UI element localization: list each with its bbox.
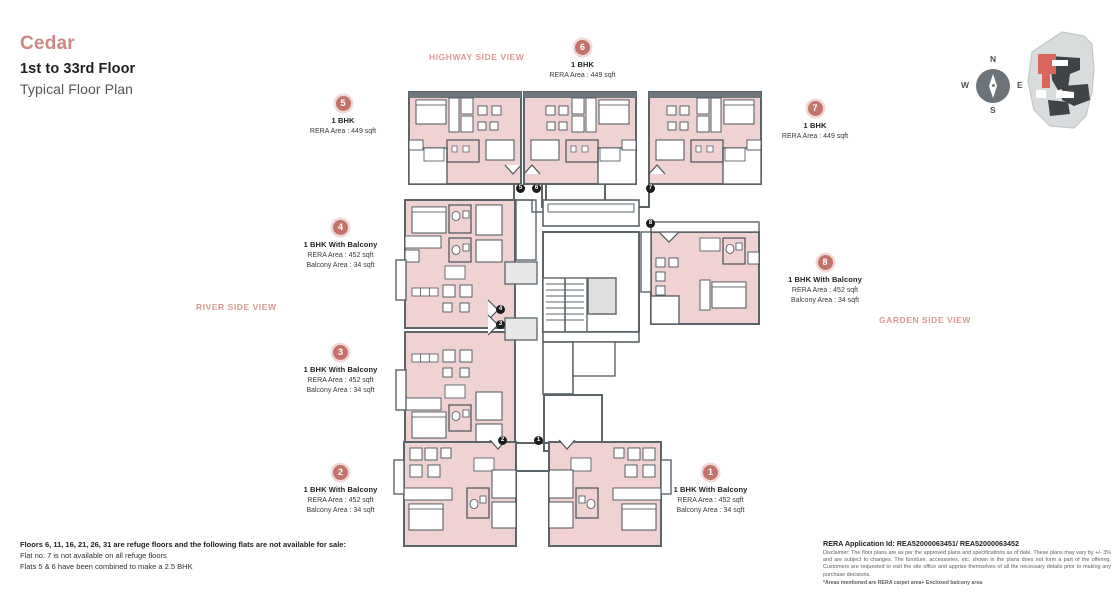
unit-badge-8: 8 [817,255,833,270]
unit-callout-2[interactable]: 2 1 BHK With Balcony RERA Area : 452 sqf… [278,465,403,515]
plan-marker-7: 7 [646,184,655,193]
area-definition-note: *Areas mentioned are RERA carpet area+ E… [823,579,983,586]
unit-type-6: 1 BHK [570,60,594,69]
unit-type-7: 1 BHK [803,121,827,130]
unit-type-4: 1 BHK With Balcony [303,240,378,249]
compass-label-north: N [990,54,997,64]
unit-balcony-area-4: Balcony Area : 34 sqft [306,261,375,269]
compass-center-dot [991,83,995,87]
unit-callout-5[interactable]: 5 1 BHK RERA Area : 449 sqft [288,96,398,137]
unit-balcony-area-2: Balcony Area : 34 sqft [306,506,375,514]
unit-rera-area-6: RERA Area : 449 sqft [549,72,616,79]
unit-callout-7[interactable]: 7 1 BHK RERA Area : 449 sqft [760,101,870,142]
disclaimer-text: Disclaimer: The floor plans are as per t… [823,550,1111,578]
site-massing-dark-3 [1048,100,1070,116]
refuge-note-line-2: Flats 5 & 6 have been combined to make a… [20,561,193,571]
unit-badge-7: 7 [807,101,823,116]
unit-rera-area-4: RERA Area : 452 sqft [307,252,374,259]
compass-label-south: S [990,105,996,115]
compass-label-west: W [961,80,970,90]
plan-marker-1: 1 [534,436,543,445]
unit-balcony-area-3: Balcony Area : 34 sqft [306,386,375,394]
unit-badge-5: 5 [335,96,351,111]
plan-marker-4: 4 [496,305,505,314]
refuge-floor-note: Floors 6, 11, 16, 21, 26, 31 are refuge … [20,540,350,572]
unit-callout-1[interactable]: 1 1 BHK With Balcony RERA Area : 452 sqf… [648,465,773,515]
plan-marker-8: 8 [646,219,655,228]
compass-rose-icon: N S W E [961,54,1024,117]
plan-marker-3: 3 [496,320,505,329]
unit-callout-8[interactable]: 8 1 BHK With Balcony RERA Area : 452 sqf… [760,255,890,305]
project-name: Cedar [20,33,75,54]
unit-type-5: 1 BHK [331,116,355,125]
unit-type-1: 1 BHK With Balcony [673,485,748,494]
unit-rera-area-5: RERA Area : 449 sqft [309,128,377,135]
unit-badge-6: 6 [575,40,590,55]
unit-callout-3[interactable]: 3 1 BHK With Balcony RERA Area : 452 sqf… [278,345,403,395]
unit-balcony-area-1: Balcony Area : 34 sqft [676,506,745,514]
plan-marker-6: 6 [532,184,541,193]
unit-callout-6[interactable]: 6 1 BHK RERA Area : 449 sqft [520,40,645,81]
unit-rera-area-3: RERA Area : 452 sqft [307,377,374,384]
site-massing-dark-2 [1062,84,1090,106]
unit-rera-area-2: RERA Area : 452 sqft [307,497,374,504]
side-view-label-garden: GARDEN SIDE VIEW [879,315,971,325]
unit-rera-area-1: RERA Area : 452 sqft [677,497,744,504]
unit-type-3: 1 BHK With Balcony [303,365,378,374]
unit-rera-area-7: RERA Area : 449 sqft [781,133,849,140]
unit-badge-3: 3 [333,345,348,360]
unit-badge-1: 1 [703,465,718,480]
title-block: Cedar 1st to 33rd Floor Typical Floor Pl… [20,33,135,97]
unit-type-2: 1 BHK With Balcony [303,485,378,494]
side-view-label-highway: HIGHWAY SIDE VIEW [429,52,525,62]
refuge-note-line-1: Flat no. 7 is not available on all refug… [20,551,167,560]
site-void-3 [1036,90,1046,98]
rera-application-id: RERA Application Id: REA52000063451/ REA… [823,539,1020,548]
plan-type-label: Typical Floor Plan [20,81,134,97]
unit-callout-4[interactable]: 4 1 BHK With Balcony RERA Area : 452 sqf… [278,220,403,270]
key-plan-thumbnail [1027,31,1095,129]
compass-label-east: E [1017,80,1023,90]
unit-type-8: 1 BHK With Balcony [788,275,862,284]
plan-marker-5: 5 [516,184,525,193]
site-void-1 [1052,60,1068,66]
unit-balcony-area-8: Balcony Area : 34 sqft [790,296,860,304]
site-void-2 [1056,90,1074,98]
floor-range-label: 1st to 33rd Floor [20,61,136,77]
highlighted-tower-tail [1042,74,1050,88]
unit-badge-2: 2 [333,465,348,480]
unit-badge-4: 4 [333,220,348,235]
side-view-label-river: RIVER SIDE VIEW [196,302,277,312]
refuge-note-heading: Floors 6, 11, 16, 21, 26, 31 are refuge … [20,540,346,549]
plan-marker-2: 2 [498,436,507,445]
rera-disclaimer-block: RERA Application Id: REA52000063451/ REA… [823,539,1111,587]
unit-rera-area-8: RERA Area : 452 sqft [791,287,859,294]
highlighted-tower [1038,54,1056,74]
